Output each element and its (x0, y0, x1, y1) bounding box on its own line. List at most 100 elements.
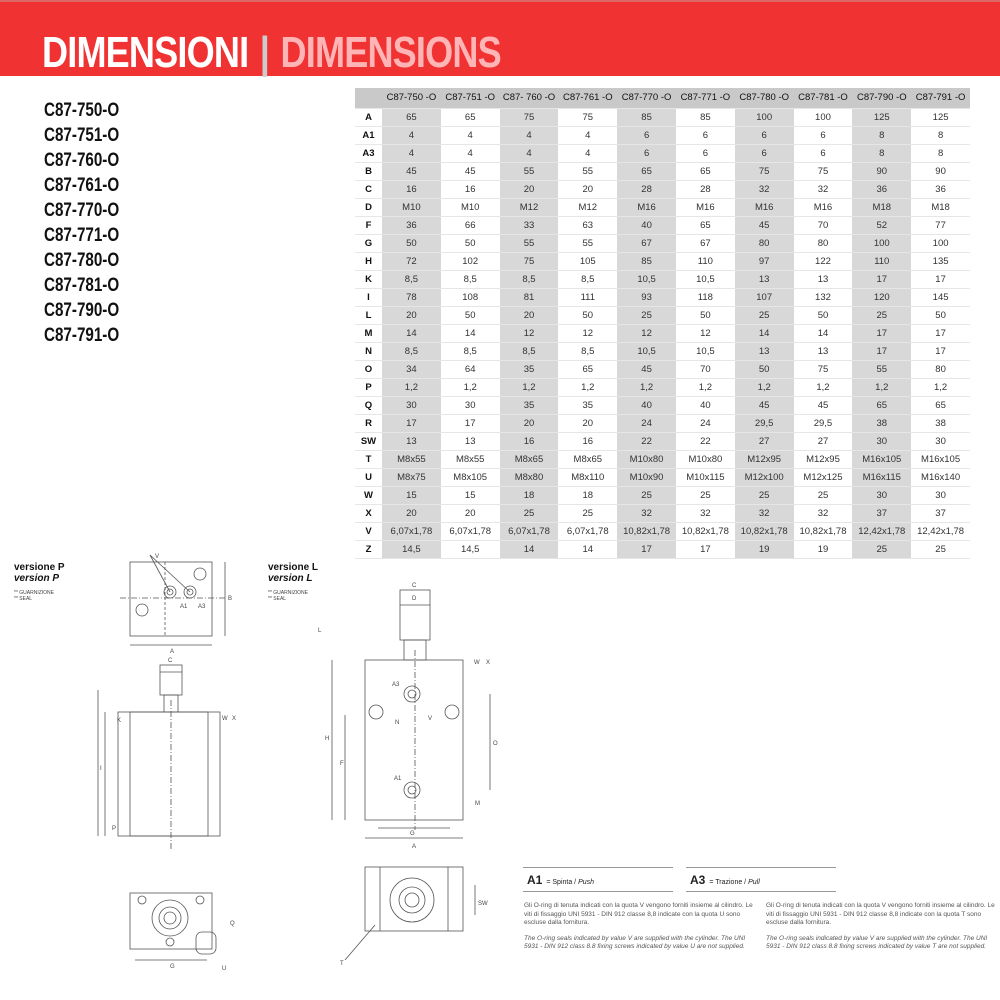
table-cell: 6 (793, 126, 853, 145)
table-cell: 17 (440, 414, 500, 433)
row-label: W (355, 486, 382, 505)
model-code: C87-750-O (44, 100, 120, 121)
row-label: G (355, 234, 382, 253)
dim-c: C (168, 658, 173, 664)
dim-l: L (318, 628, 322, 634)
dim-a: A (412, 844, 416, 850)
legend-code: A1 (527, 873, 543, 887)
table-cell: 50 (558, 306, 618, 325)
table-cell: 35 (558, 396, 618, 415)
table-cell: 34 (382, 360, 441, 379)
table-cell: 14 (499, 540, 559, 559)
table-cell: 4 (440, 126, 500, 145)
table-cell: 30 (911, 486, 970, 505)
legend-code: A3 (690, 873, 706, 887)
table-cell: 52 (852, 216, 912, 235)
row-label: X (355, 504, 382, 523)
table-cell: 70 (675, 360, 735, 379)
technical-drawings: A B V A1 A3 C I P K W X G Q U C D H F O … (97, 554, 498, 972)
table-cell: 35 (499, 396, 559, 415)
table-cell: 75 (499, 252, 559, 271)
table-cell: 33 (499, 216, 559, 235)
table-cell: 4 (440, 144, 500, 163)
table-cell: 111 (558, 288, 618, 307)
table-cell: 19 (734, 540, 794, 559)
row-label: U (355, 468, 382, 487)
table-cell: 12 (558, 324, 618, 343)
table-cell: 120 (852, 288, 912, 307)
table-cell: 8,5 (499, 270, 559, 289)
table-cell: M16 (675, 198, 735, 217)
table-cell: 85 (617, 252, 676, 271)
table-cell: M16 (734, 198, 794, 217)
table-cell: M16x140 (911, 468, 970, 487)
dim-o: O (493, 741, 498, 747)
table-cell: 20 (382, 504, 441, 523)
table-cell: M10 (440, 198, 500, 217)
table-cell: 66 (440, 216, 500, 235)
table-cell: M16 (617, 198, 676, 217)
table-cell: M10x80 (617, 450, 676, 469)
table-cell: 6 (675, 126, 735, 145)
table-cell: 27 (734, 432, 794, 451)
column-header: C87-791 -O (911, 88, 970, 109)
table-cell: 13 (382, 432, 441, 451)
table-cell: M16x105 (911, 450, 970, 469)
dim-d: D (412, 596, 417, 602)
row-label: B (355, 162, 382, 181)
row-label: I (355, 288, 382, 307)
table-cell: 65 (617, 162, 676, 181)
table-cell: 70 (793, 216, 853, 235)
table-cell: 50 (734, 360, 794, 379)
table-cell: 1,2 (382, 378, 441, 397)
table-cell: 45 (734, 396, 794, 415)
table-cell: 45 (734, 216, 794, 235)
table-cell: 30 (382, 396, 441, 415)
table-cell: 28 (675, 180, 735, 199)
dim-m: M (475, 801, 480, 807)
legend-it: = Trazione / (709, 879, 747, 886)
row-label: N (355, 342, 382, 361)
row-label: K (355, 270, 382, 289)
table-cell: 125 (911, 108, 970, 127)
table-cell: 8,5 (382, 270, 441, 289)
table-cell: M8x65 (499, 450, 559, 469)
table-cell: 14 (440, 324, 500, 343)
table-cell: 17 (852, 270, 912, 289)
dim-x: X (232, 716, 236, 722)
table-cell: 22 (675, 432, 735, 451)
seal-en: ** SEAL (268, 596, 287, 602)
dim-q: Q (230, 921, 235, 927)
dim-k: K (117, 718, 121, 724)
table-cell: 45 (440, 162, 500, 181)
table-cell: 55 (558, 234, 618, 253)
table-cell: 25 (734, 486, 794, 505)
table-cell: 75 (734, 162, 794, 181)
table-cell: 17 (675, 540, 735, 559)
table-cell: 65 (852, 396, 912, 415)
dim-v: V (155, 554, 159, 560)
table-cell: 37 (852, 504, 912, 523)
table-cell: 17 (852, 342, 912, 361)
table-cell: 30 (911, 432, 970, 451)
table-cell: M10x115 (675, 468, 735, 487)
row-label: O (355, 360, 382, 379)
table-cell: 1,2 (793, 378, 853, 397)
dim-i: I (100, 766, 102, 772)
table-cell: M12 (499, 198, 559, 217)
note-a1: Gli O-ring di tenuta indicati con la quo… (524, 902, 756, 959)
table-cell: 85 (617, 108, 676, 127)
table-cell: M8x55 (440, 450, 500, 469)
dim-a3: A3 (392, 682, 400, 688)
table-cell: 10,5 (617, 342, 676, 361)
column-header: C87-770 -O (617, 88, 676, 109)
table-cell: 4 (558, 144, 618, 163)
table-cell: 85 (675, 108, 735, 127)
